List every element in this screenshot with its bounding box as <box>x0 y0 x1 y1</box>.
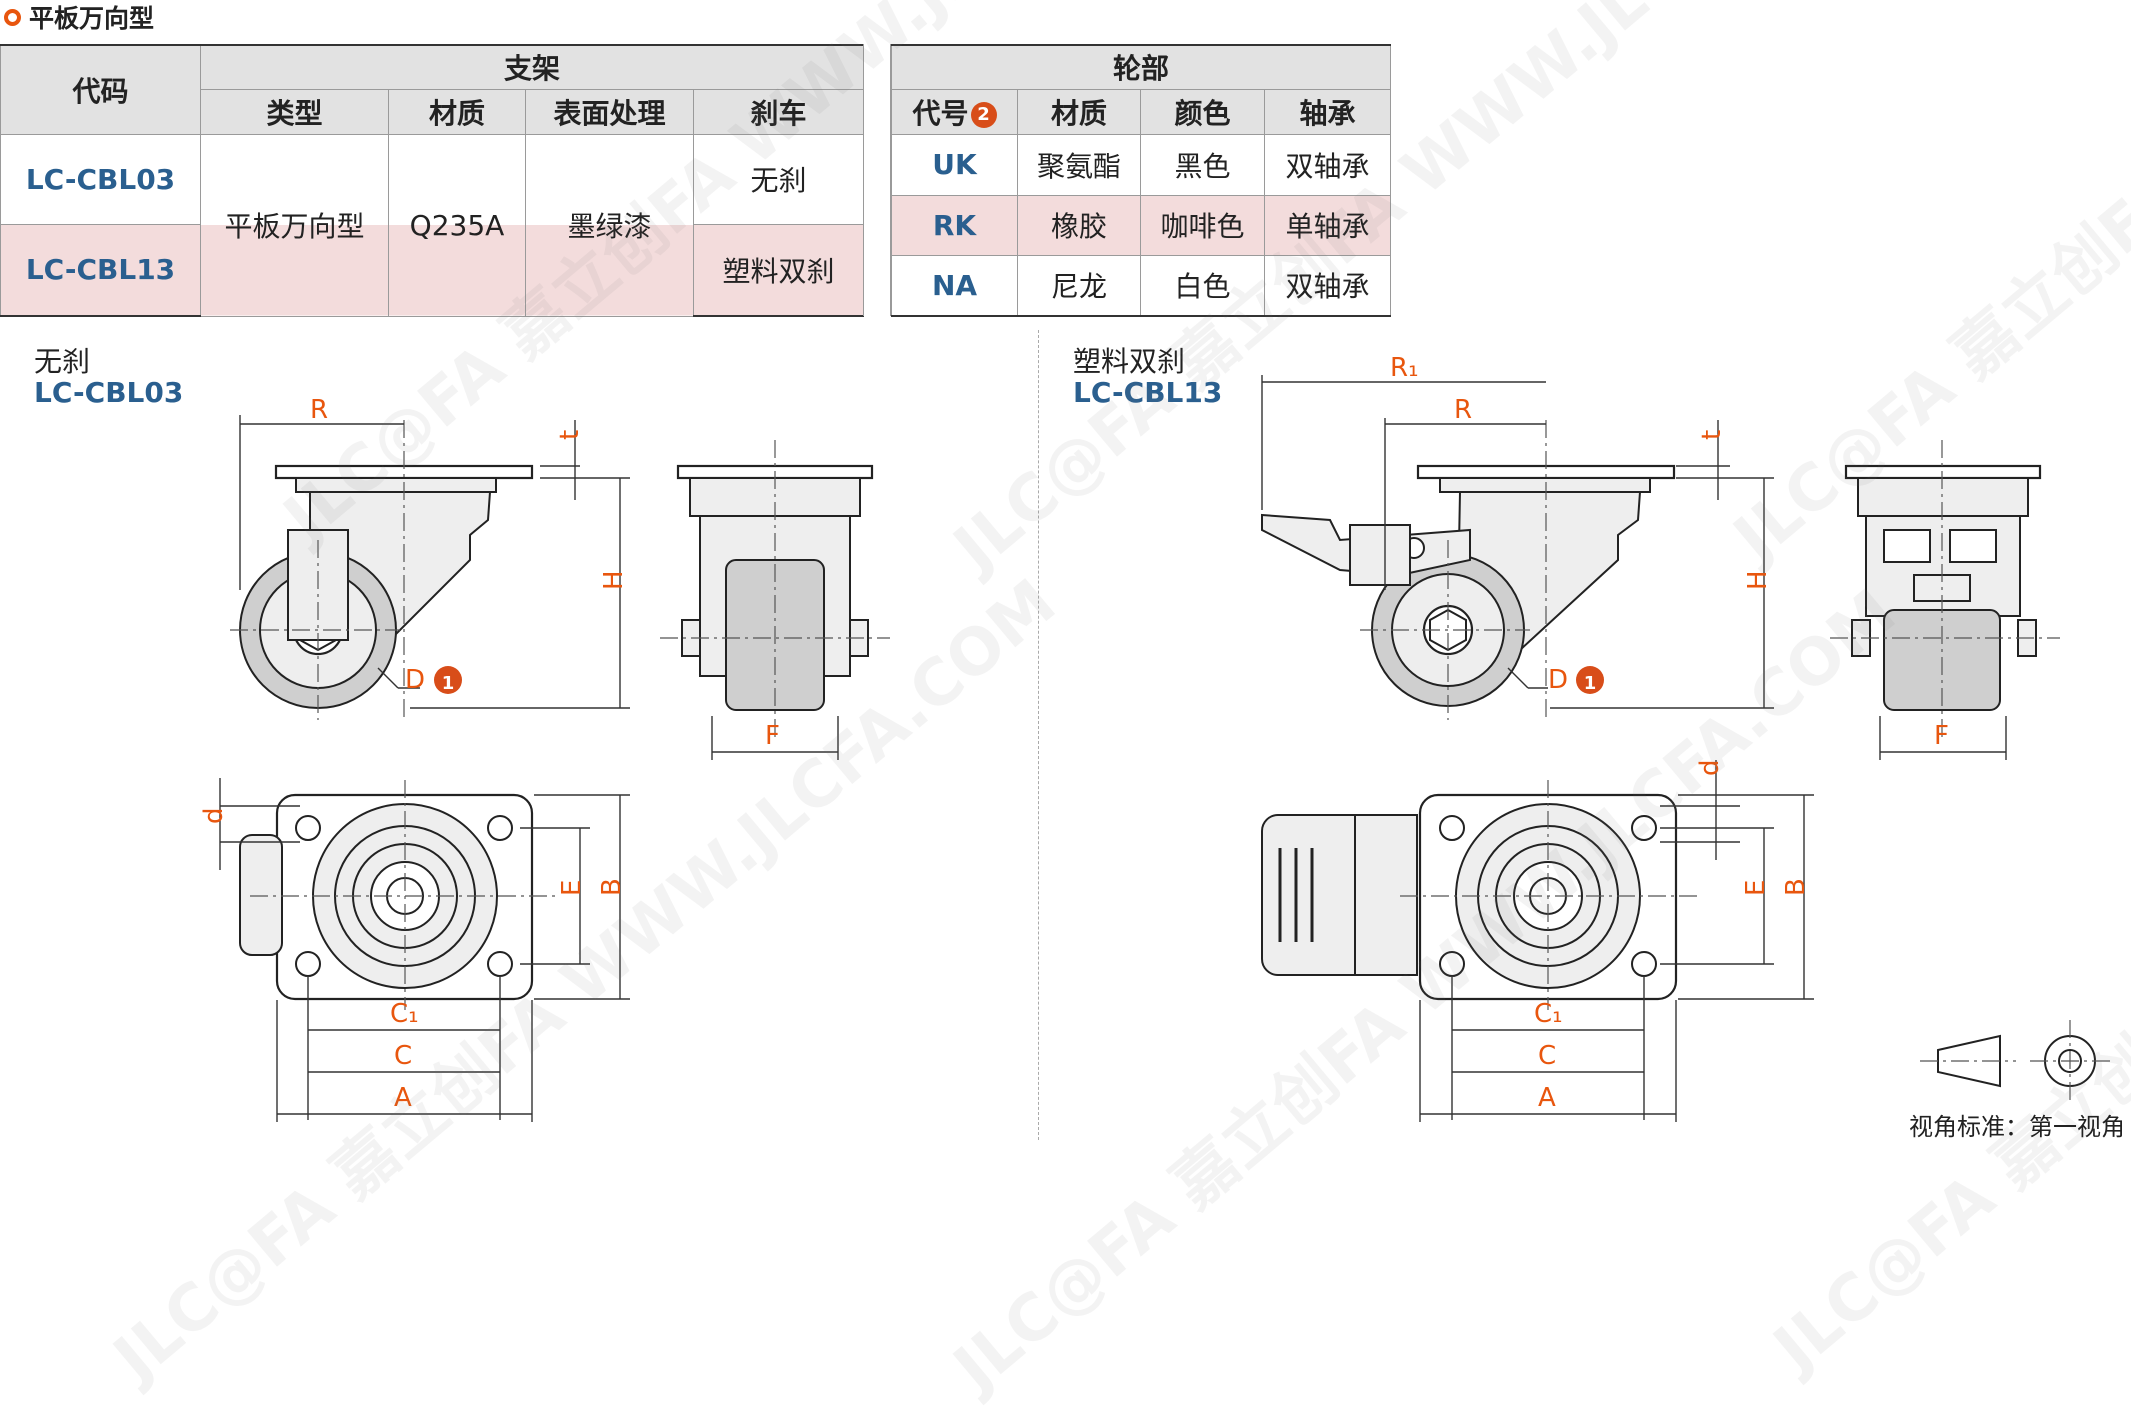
dim-R-right: R <box>1454 395 1472 425</box>
wheel-color-3: 白色 <box>1140 254 1265 317</box>
dim-F-left: F <box>765 721 780 751</box>
dim-C1-right: C₁ <box>1534 999 1563 1029</box>
header-surface: 表面处理 <box>525 88 694 135</box>
header-wheel: 轮部 <box>891 44 1391 90</box>
dim-t-right: t <box>1697 430 1727 440</box>
dim-D-right: D <box>1548 665 1568 695</box>
row-brake-1: 无刹 <box>693 133 864 225</box>
note-2-badge: 2 <box>970 101 997 128</box>
drawing-separator <box>1038 330 1039 1140</box>
left-drawing-code: LC-CBL03 <box>34 376 184 409</box>
header-wheel-material: 材质 <box>1017 88 1141 135</box>
projection-standard-note: 视角标准：第一视角 <box>1909 1113 2125 1141</box>
right-top-view: d E B C₁ C A <box>1261 759 1814 1122</box>
header-brake: 刹车 <box>693 88 864 135</box>
header-bearing: 轴承 <box>1264 88 1391 135</box>
dim-E-left: E <box>557 880 587 896</box>
dim-d-right: d <box>1695 759 1725 776</box>
dim-R-left: R <box>310 395 328 425</box>
header-code: 代码 <box>0 44 201 135</box>
wheel-material-2: 橡胶 <box>1017 194 1141 256</box>
header-color: 颜色 <box>1140 88 1265 135</box>
wheel-color-2: 咖啡色 <box>1140 194 1265 256</box>
dim-B-right: B <box>1781 878 1811 896</box>
first-angle-projection-icon <box>1920 1020 2110 1102</box>
cell-type: 平板万向型 <box>200 133 389 317</box>
left-top-view: d E B C₁ C A <box>199 778 630 1122</box>
dim-C-right: C <box>1538 1041 1556 1071</box>
dim-d-left: d <box>199 807 229 824</box>
bracket-spec-table: 代码 支架 类型 材质 表面处理 刹车 LC-CBL03 平板万向型 Q235A… <box>0 44 864 317</box>
dim-H-left: H <box>599 570 629 590</box>
row-code-1: LC-CBL03 <box>0 133 201 225</box>
header-bracket: 支架 <box>200 44 864 90</box>
svg-text:1: 1 <box>442 673 455 694</box>
section-title: 平板万向型 <box>4 2 155 33</box>
table-gap-divider <box>863 44 891 316</box>
dim-H-right: H <box>1743 570 1773 590</box>
dim-A-left: A <box>394 1083 412 1113</box>
dim-R1-right: R₁ <box>1390 353 1419 383</box>
left-drawing-label: 无刹 <box>34 345 91 378</box>
wheel-bearing-1: 双轴承 <box>1264 133 1391 196</box>
dim-A-right: A <box>1538 1083 1556 1113</box>
wheel-code-3: NA <box>891 254 1018 317</box>
dim-C-left: C <box>394 1041 412 1071</box>
circle-marker-icon <box>4 8 21 26</box>
right-drawing-code: LC-CBL13 <box>1073 376 1223 409</box>
left-side-view: R t H D 1 <box>230 395 630 720</box>
wheel-bearing-3: 双轴承 <box>1264 254 1391 317</box>
left-front-view: F <box>660 440 890 760</box>
row-code-2: LC-CBL13 <box>0 223 201 317</box>
dim-D-left: D <box>405 665 425 695</box>
technical-drawings: R t H D 1 F <box>199 353 2110 1122</box>
dim-F-right: F <box>1934 721 1949 751</box>
wheel-bearing-2: 单轴承 <box>1264 194 1391 256</box>
right-front-view: F <box>1830 440 2060 760</box>
right-drawing-label: 塑料双刹 <box>1073 345 1186 378</box>
wheel-code-2: RK <box>891 194 1018 256</box>
row-brake-2: 塑料双刹 <box>693 223 864 317</box>
dim-E-right: E <box>1741 880 1771 896</box>
dim-C1-left: C₁ <box>390 999 419 1029</box>
wheel-material-3: 尼龙 <box>1017 254 1141 317</box>
cell-surface: 墨绿漆 <box>525 133 694 317</box>
dim-B-left: B <box>597 878 627 896</box>
dim-t-left: t <box>555 430 585 440</box>
section-title-text: 平板万向型 <box>29 4 155 33</box>
right-side-view: R₁ R t H D 1 <box>1261 353 1774 720</box>
svg-text:1: 1 <box>1584 673 1597 694</box>
